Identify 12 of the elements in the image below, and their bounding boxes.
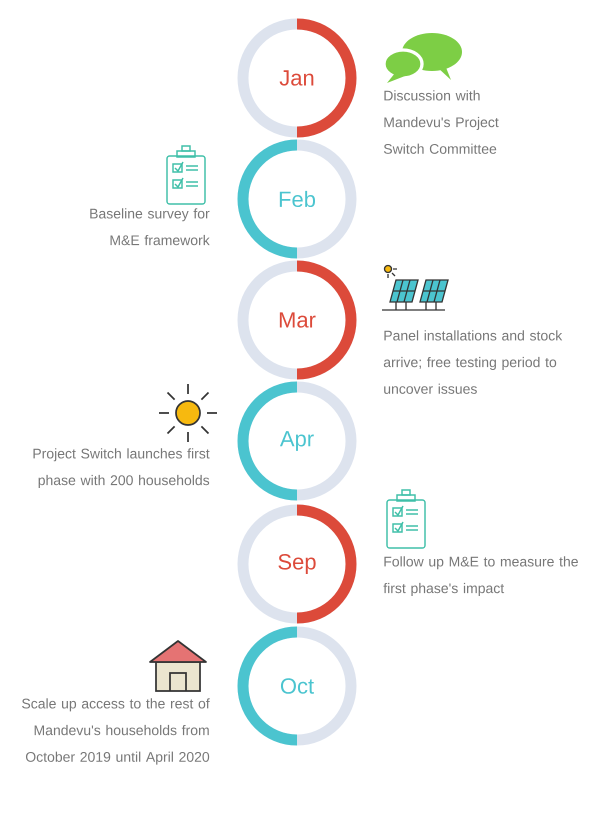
month-ring: Mar xyxy=(238,260,356,380)
description-text: Follow up M&E to measure the first phase's impact xyxy=(383,556,578,596)
month-ring: Oct xyxy=(238,626,356,746)
description-text: Panel installations and stock arrive; free testing period to uncover issues xyxy=(384,330,562,394)
month-ring: Apr xyxy=(238,382,356,500)
month-ring: Sep xyxy=(238,504,356,624)
description-text: Baseline survey for M&E framework xyxy=(90,208,210,246)
month-ring: Feb xyxy=(238,139,356,258)
description-text: Discussion with Mandevu's Project Switch Committee xyxy=(384,90,499,154)
description-text: Project Switch launches first phase with 200 households xyxy=(33,448,210,488)
description-text: Scale up access to the rest of Mandevu's households from October 2019 until April 2020 xyxy=(22,698,210,765)
month-ring: Jan xyxy=(238,18,356,138)
